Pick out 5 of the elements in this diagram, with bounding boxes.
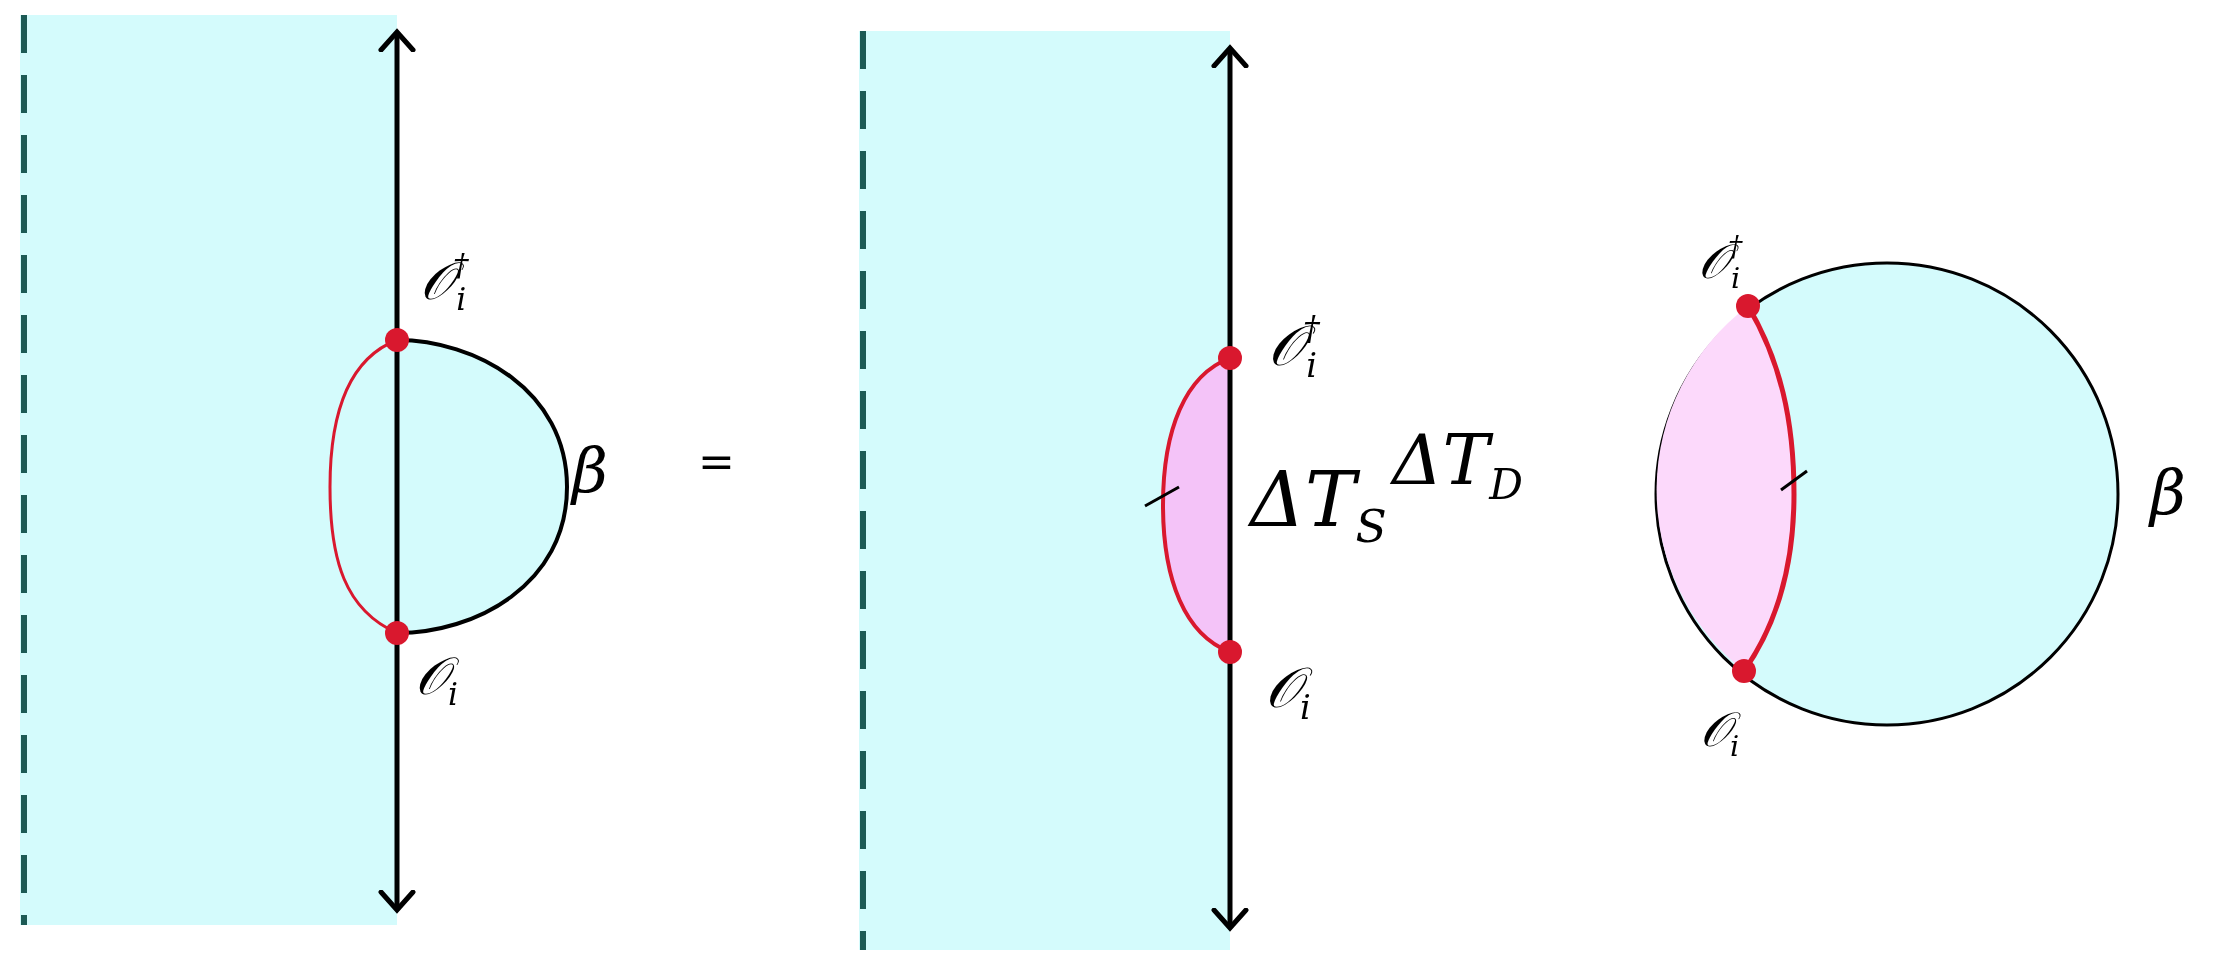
operator-label: 𝒪$_{i}$ (415, 650, 458, 711)
equals-sign: = (698, 440, 735, 484)
interval-label: ΔT$_{D}$ (1392, 425, 1523, 506)
operator-label: 𝒪$_{i}$ (1265, 660, 1311, 725)
operator-label: 𝒪$_{i}$ (1700, 705, 1740, 761)
